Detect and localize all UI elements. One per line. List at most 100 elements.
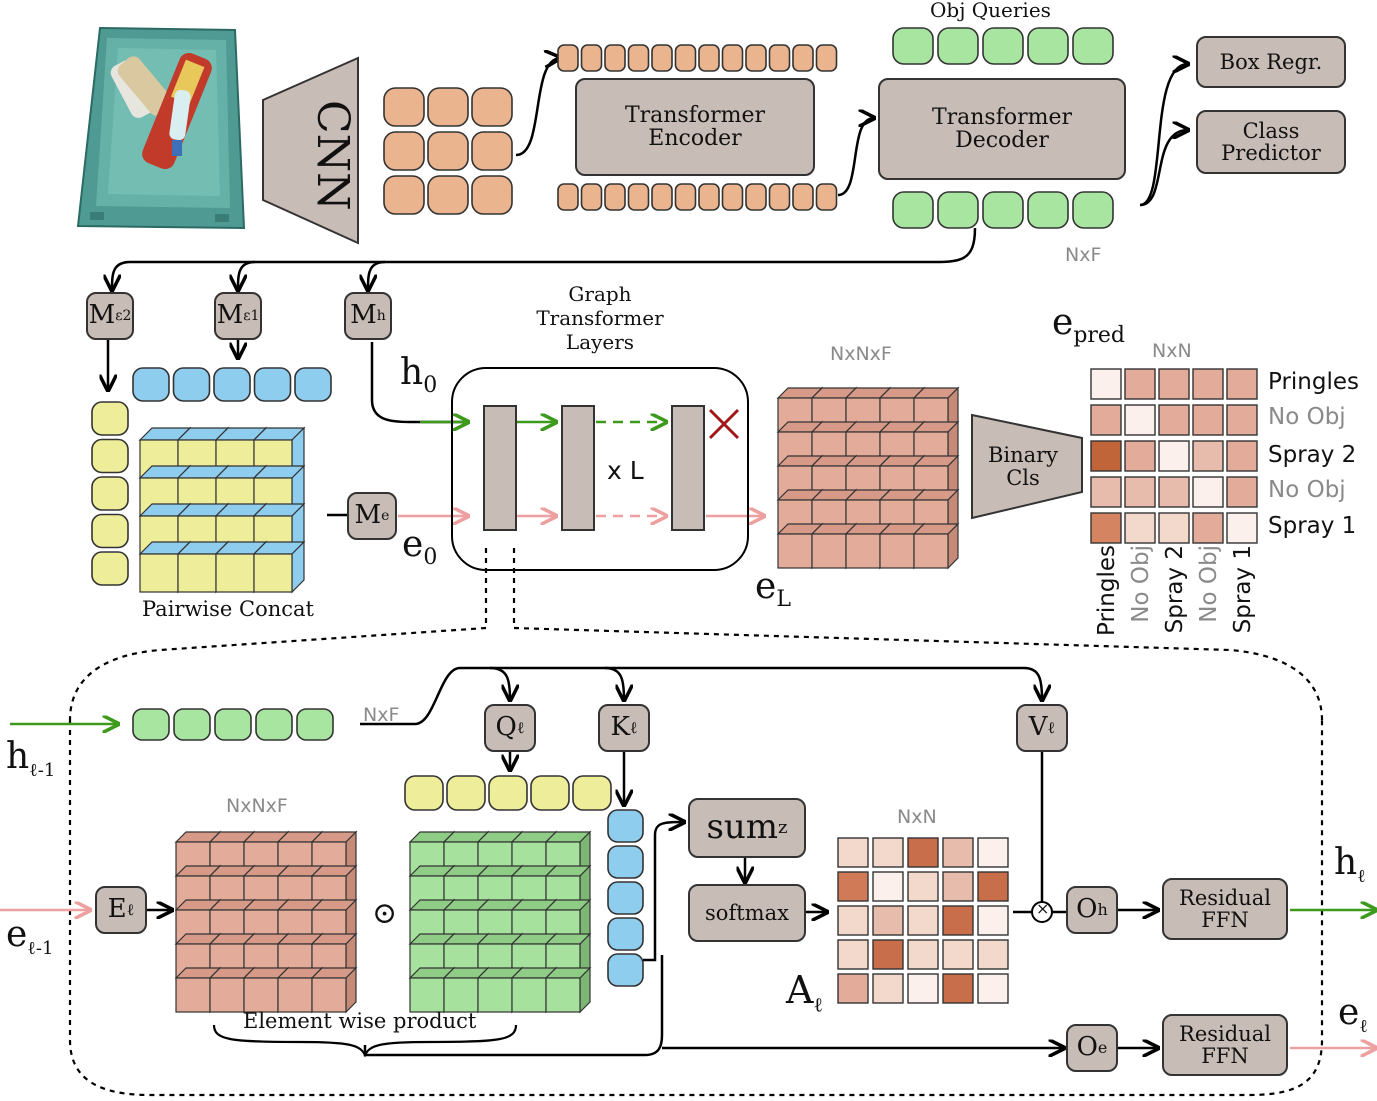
pred-matrix-cell [1090, 404, 1122, 436]
concat-cube [177, 553, 217, 593]
encoder-token [815, 44, 838, 72]
cnn-block [262, 56, 359, 245]
query-token [982, 191, 1024, 229]
edge-cube [777, 533, 813, 569]
pred-matrix-cell [1124, 368, 1156, 400]
attn-matrix-cell [837, 871, 869, 902]
h-out-label: hℓ [1334, 842, 1366, 888]
node-feature-token [214, 708, 252, 741]
concat-node-token [253, 367, 292, 402]
encoder-token [698, 44, 720, 72]
attn-label: Aℓ [786, 968, 824, 1017]
pred-matrix-cell [1090, 476, 1122, 508]
concat-node-token [213, 367, 251, 402]
matrix-dim-label: NxN [1152, 340, 1192, 362]
gt-layer-L [671, 405, 705, 531]
attn-matrix-cell [872, 837, 904, 868]
pred-matrix-cell [1124, 476, 1156, 508]
concat-node-token [91, 551, 129, 586]
h0-label: h0 [400, 352, 438, 399]
arrow-decoder-to-box [1139, 64, 1188, 207]
attn-matrix-cell [977, 939, 1009, 970]
pred-matrix-cell [1192, 512, 1224, 544]
pred-matrix-cell [1158, 476, 1190, 508]
graph-transformer-label: Graph Transformer Layers [536, 282, 664, 354]
concat-node-token [91, 513, 129, 549]
decoder-output-line [112, 227, 977, 290]
pred-matrix-cell [1192, 476, 1224, 508]
generated-shapes [91, 27, 1258, 1014]
pred-matrix-cell [1226, 368, 1258, 400]
pred-matrix-cell [1192, 440, 1224, 472]
attn-matrix-cell [942, 837, 974, 868]
attn-matrix-cell [977, 973, 1009, 1004]
detail-edge-cube [243, 977, 279, 1013]
obj-queries-label: Obj Queries [930, 0, 1051, 22]
col-label-1: Pringles [1094, 545, 1120, 637]
key-token [607, 917, 644, 951]
e-in-label: eℓ-1 [6, 914, 54, 960]
attn-matrix-cell [907, 871, 939, 902]
attn-matrix-cell [977, 837, 1009, 868]
attn-matrix-cell [837, 837, 869, 868]
feature-token [471, 87, 513, 127]
pred-matrix-cell [1090, 512, 1122, 544]
key-token [607, 809, 644, 843]
concat-node-token [91, 401, 129, 436]
eL-label: eL [755, 566, 791, 613]
attn-matrix-cell [942, 871, 974, 902]
query-token [892, 191, 934, 229]
pred-matrix-cell [1192, 404, 1224, 436]
encoder-token [604, 44, 626, 72]
pred-matrix-cell [1226, 404, 1258, 436]
input-image [76, 26, 246, 230]
pred-matrix-cell [1090, 440, 1122, 472]
pred-matrix-cell [1226, 512, 1258, 544]
e-out-label: eℓ [1338, 992, 1368, 1038]
key-token [607, 881, 644, 915]
attn-matrix-cell [907, 973, 939, 1004]
edge-cube [811, 533, 847, 569]
row-label-5: Spray 1 [1268, 513, 1357, 539]
encoder-token [651, 183, 673, 211]
detail-product-cube [545, 977, 581, 1013]
attn-matrix-cell [907, 939, 939, 970]
residual-ffn-h-block: Residual FFN [1162, 878, 1288, 940]
box-regr-block: Box Regr. [1196, 36, 1346, 88]
encoder-token [792, 183, 814, 211]
transformer-encoder-block: Transformer Encoder [575, 78, 815, 176]
h-in-label: hℓ-1 [6, 736, 56, 782]
attn-matrix-cell [977, 905, 1009, 936]
query-token [1072, 27, 1114, 65]
encoder-token [627, 44, 650, 72]
attn-matrix-cell [942, 905, 974, 936]
graph-transformer-box [451, 367, 749, 571]
cube-dim-label: NxNxF [830, 343, 892, 365]
multiply-symbol: × [1036, 899, 1050, 918]
arrow-h0 [370, 342, 468, 424]
pred-matrix-cell [1158, 512, 1190, 544]
detail-edge-cube [175, 977, 211, 1013]
epred-label: epred [1052, 302, 1126, 349]
encoder-token [721, 44, 744, 72]
row-label-2: No Obj [1268, 404, 1346, 430]
detail-product-cube [443, 977, 479, 1013]
cnn-label: CNN [307, 100, 358, 211]
encoder-token [580, 183, 603, 211]
detail-edge-cube [209, 977, 245, 1013]
gt-layer-2 [561, 405, 595, 531]
col-label-2: No Obj [1128, 545, 1154, 623]
row-label-1: Pringles [1268, 369, 1360, 395]
node-feature-token [132, 708, 170, 741]
query-token [982, 27, 1024, 65]
attn-matrix-cell [907, 905, 939, 936]
attn-matrix-cell [942, 939, 974, 970]
row-label-4: No Obj [1268, 477, 1346, 503]
elementwise-brace [212, 1024, 518, 1058]
feature-token [427, 87, 469, 127]
query-token [892, 27, 934, 65]
arrow-encoder-to-decoder [837, 118, 874, 197]
